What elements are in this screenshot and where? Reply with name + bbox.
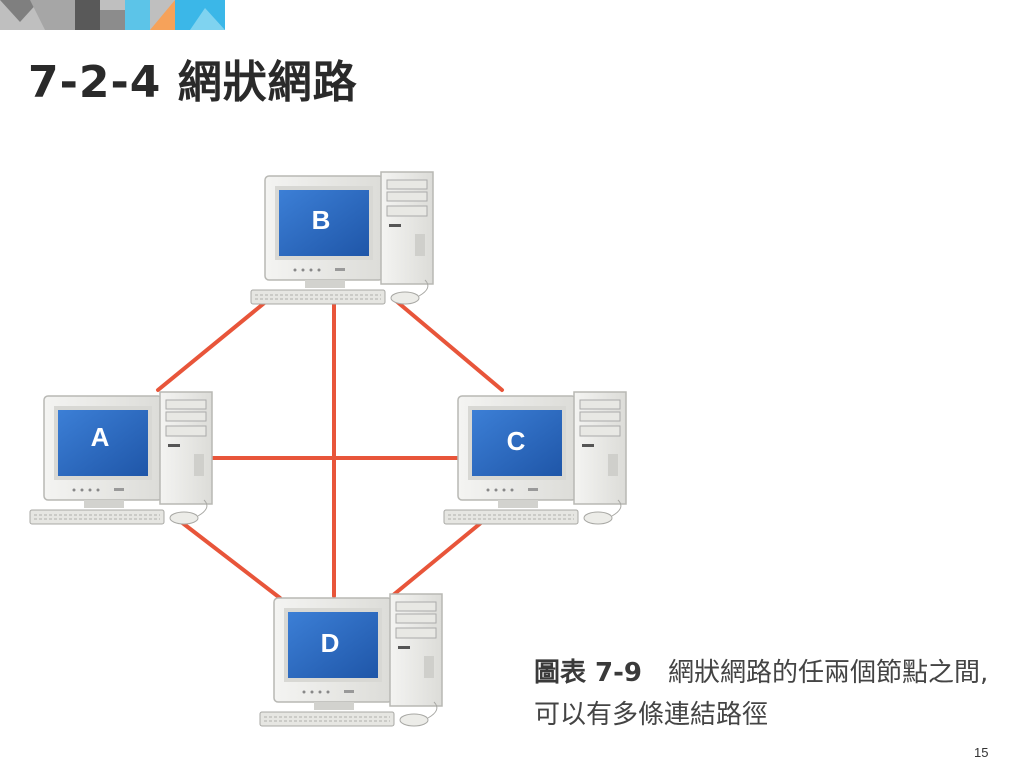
- figure-label: 圖表 7-9: [534, 658, 643, 688]
- computer-node-d: D: [259, 593, 443, 727]
- node-label-d: D: [321, 628, 340, 658]
- page-number: 15: [974, 745, 989, 760]
- link-b-c: [393, 298, 504, 392]
- link-a-d: [174, 516, 282, 600]
- caption-text: 網狀網路的任兩個節點之間, 可以有多條連結路徑: [534, 658, 989, 730]
- node-label-b: B: [312, 205, 331, 235]
- link-a-b: [156, 298, 270, 392]
- link-c-d: [390, 520, 484, 598]
- node-label-a: A: [91, 422, 110, 452]
- page-title: 7-2-4 網狀網路: [28, 57, 358, 108]
- computer-node-b: B: [250, 171, 434, 305]
- node-label-c: C: [507, 426, 526, 456]
- computer-node-c: C: [443, 391, 627, 525]
- decorative-header-bar: [0, 0, 225, 30]
- network-links: [156, 298, 504, 600]
- computer-node-a: A: [29, 391, 213, 525]
